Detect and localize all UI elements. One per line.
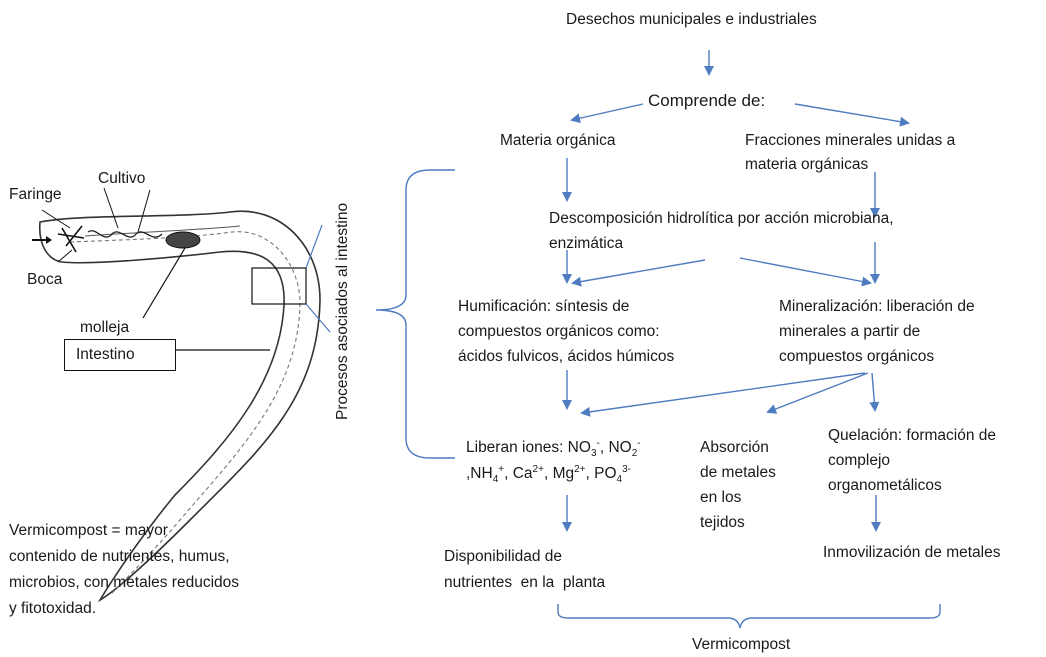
node-humificacion-1: Humificación: síntesis de bbox=[458, 298, 630, 315]
label-faringe: Faringe bbox=[9, 186, 62, 203]
node-absorcion-3: en los bbox=[700, 489, 742, 506]
summary-line-4: y fitotoxidad. bbox=[9, 600, 97, 617]
earthworm-illustration bbox=[32, 187, 331, 603]
node-comprende: Comprende de: bbox=[648, 91, 766, 110]
pharynx bbox=[57, 225, 85, 253]
worm-body bbox=[38, 210, 321, 603]
worm-inner-line bbox=[84, 225, 241, 237]
node-inmovilizacion: Inmovilización de metales bbox=[823, 544, 1001, 561]
intestine-zoom-box bbox=[251, 267, 307, 305]
node-liberan-1: Liberan iones: NO3-, NO2- bbox=[466, 437, 641, 460]
node-humificacion-3: ácidos fulvicos, ácidos húmicos bbox=[458, 348, 675, 365]
label-intestino: Intestino bbox=[76, 346, 135, 363]
vermicompost-brace bbox=[557, 604, 941, 629]
node-mineralizacion-3: compuestos orgánicos bbox=[779, 348, 935, 365]
process-brace bbox=[375, 169, 455, 459]
node-descomposicion-2: enzimática bbox=[549, 235, 624, 252]
intestino-box bbox=[64, 339, 176, 371]
label-molleja: molleja bbox=[80, 319, 130, 336]
summary-line-1: Vermicompost = mayor bbox=[9, 522, 168, 539]
node-mineralizacion-1: Mineralización: liberación de bbox=[779, 298, 975, 315]
node-disponibilidad-1: Disponibilidad de bbox=[444, 548, 563, 565]
flow-arrows bbox=[562, 50, 910, 532]
label-boca: Boca bbox=[27, 271, 63, 288]
node-quelacion-2: complejo bbox=[828, 452, 891, 469]
node-descomposicion-1: Descomposición hidrolítica por acción mi… bbox=[549, 210, 894, 227]
node-humificacion-2: compuestos orgánicos como: bbox=[458, 323, 660, 340]
node-vermicompost: Vermicompost bbox=[692, 636, 791, 653]
node-fracciones-2: materia orgánicas bbox=[745, 156, 869, 173]
node-materia: Materia orgánica bbox=[500, 132, 616, 149]
node-disponibilidad-2: nutrientes en la planta bbox=[444, 574, 606, 591]
node-mineralizacion-2: minerales a partir de bbox=[779, 323, 921, 340]
gizzard bbox=[165, 231, 201, 249]
node-absorcion-1: Absorción bbox=[700, 439, 769, 456]
node-liberan-2: ,NH4+, Ca2+, Mg2+, PO43- bbox=[466, 463, 631, 486]
node-absorcion-4: tejidos bbox=[700, 514, 745, 531]
node-fracciones-1: Fracciones minerales unidas a bbox=[745, 132, 956, 149]
side-label-processes: Procesos asociados al intestino bbox=[334, 202, 351, 420]
label-cultivo: Cultivo bbox=[98, 170, 146, 187]
node-quelacion-3: organometálicos bbox=[828, 477, 942, 494]
node-absorcion-2: de metales bbox=[700, 464, 776, 481]
summary-line-3: microbios, con metales reducidos bbox=[9, 574, 240, 591]
node-top: Desechos municipales e industriales bbox=[566, 11, 817, 28]
node-quelacion-1: Quelación: formación de bbox=[828, 427, 997, 444]
crop bbox=[87, 230, 163, 238]
summary-line-2: contenido de nutrientes, humus, bbox=[9, 548, 230, 565]
